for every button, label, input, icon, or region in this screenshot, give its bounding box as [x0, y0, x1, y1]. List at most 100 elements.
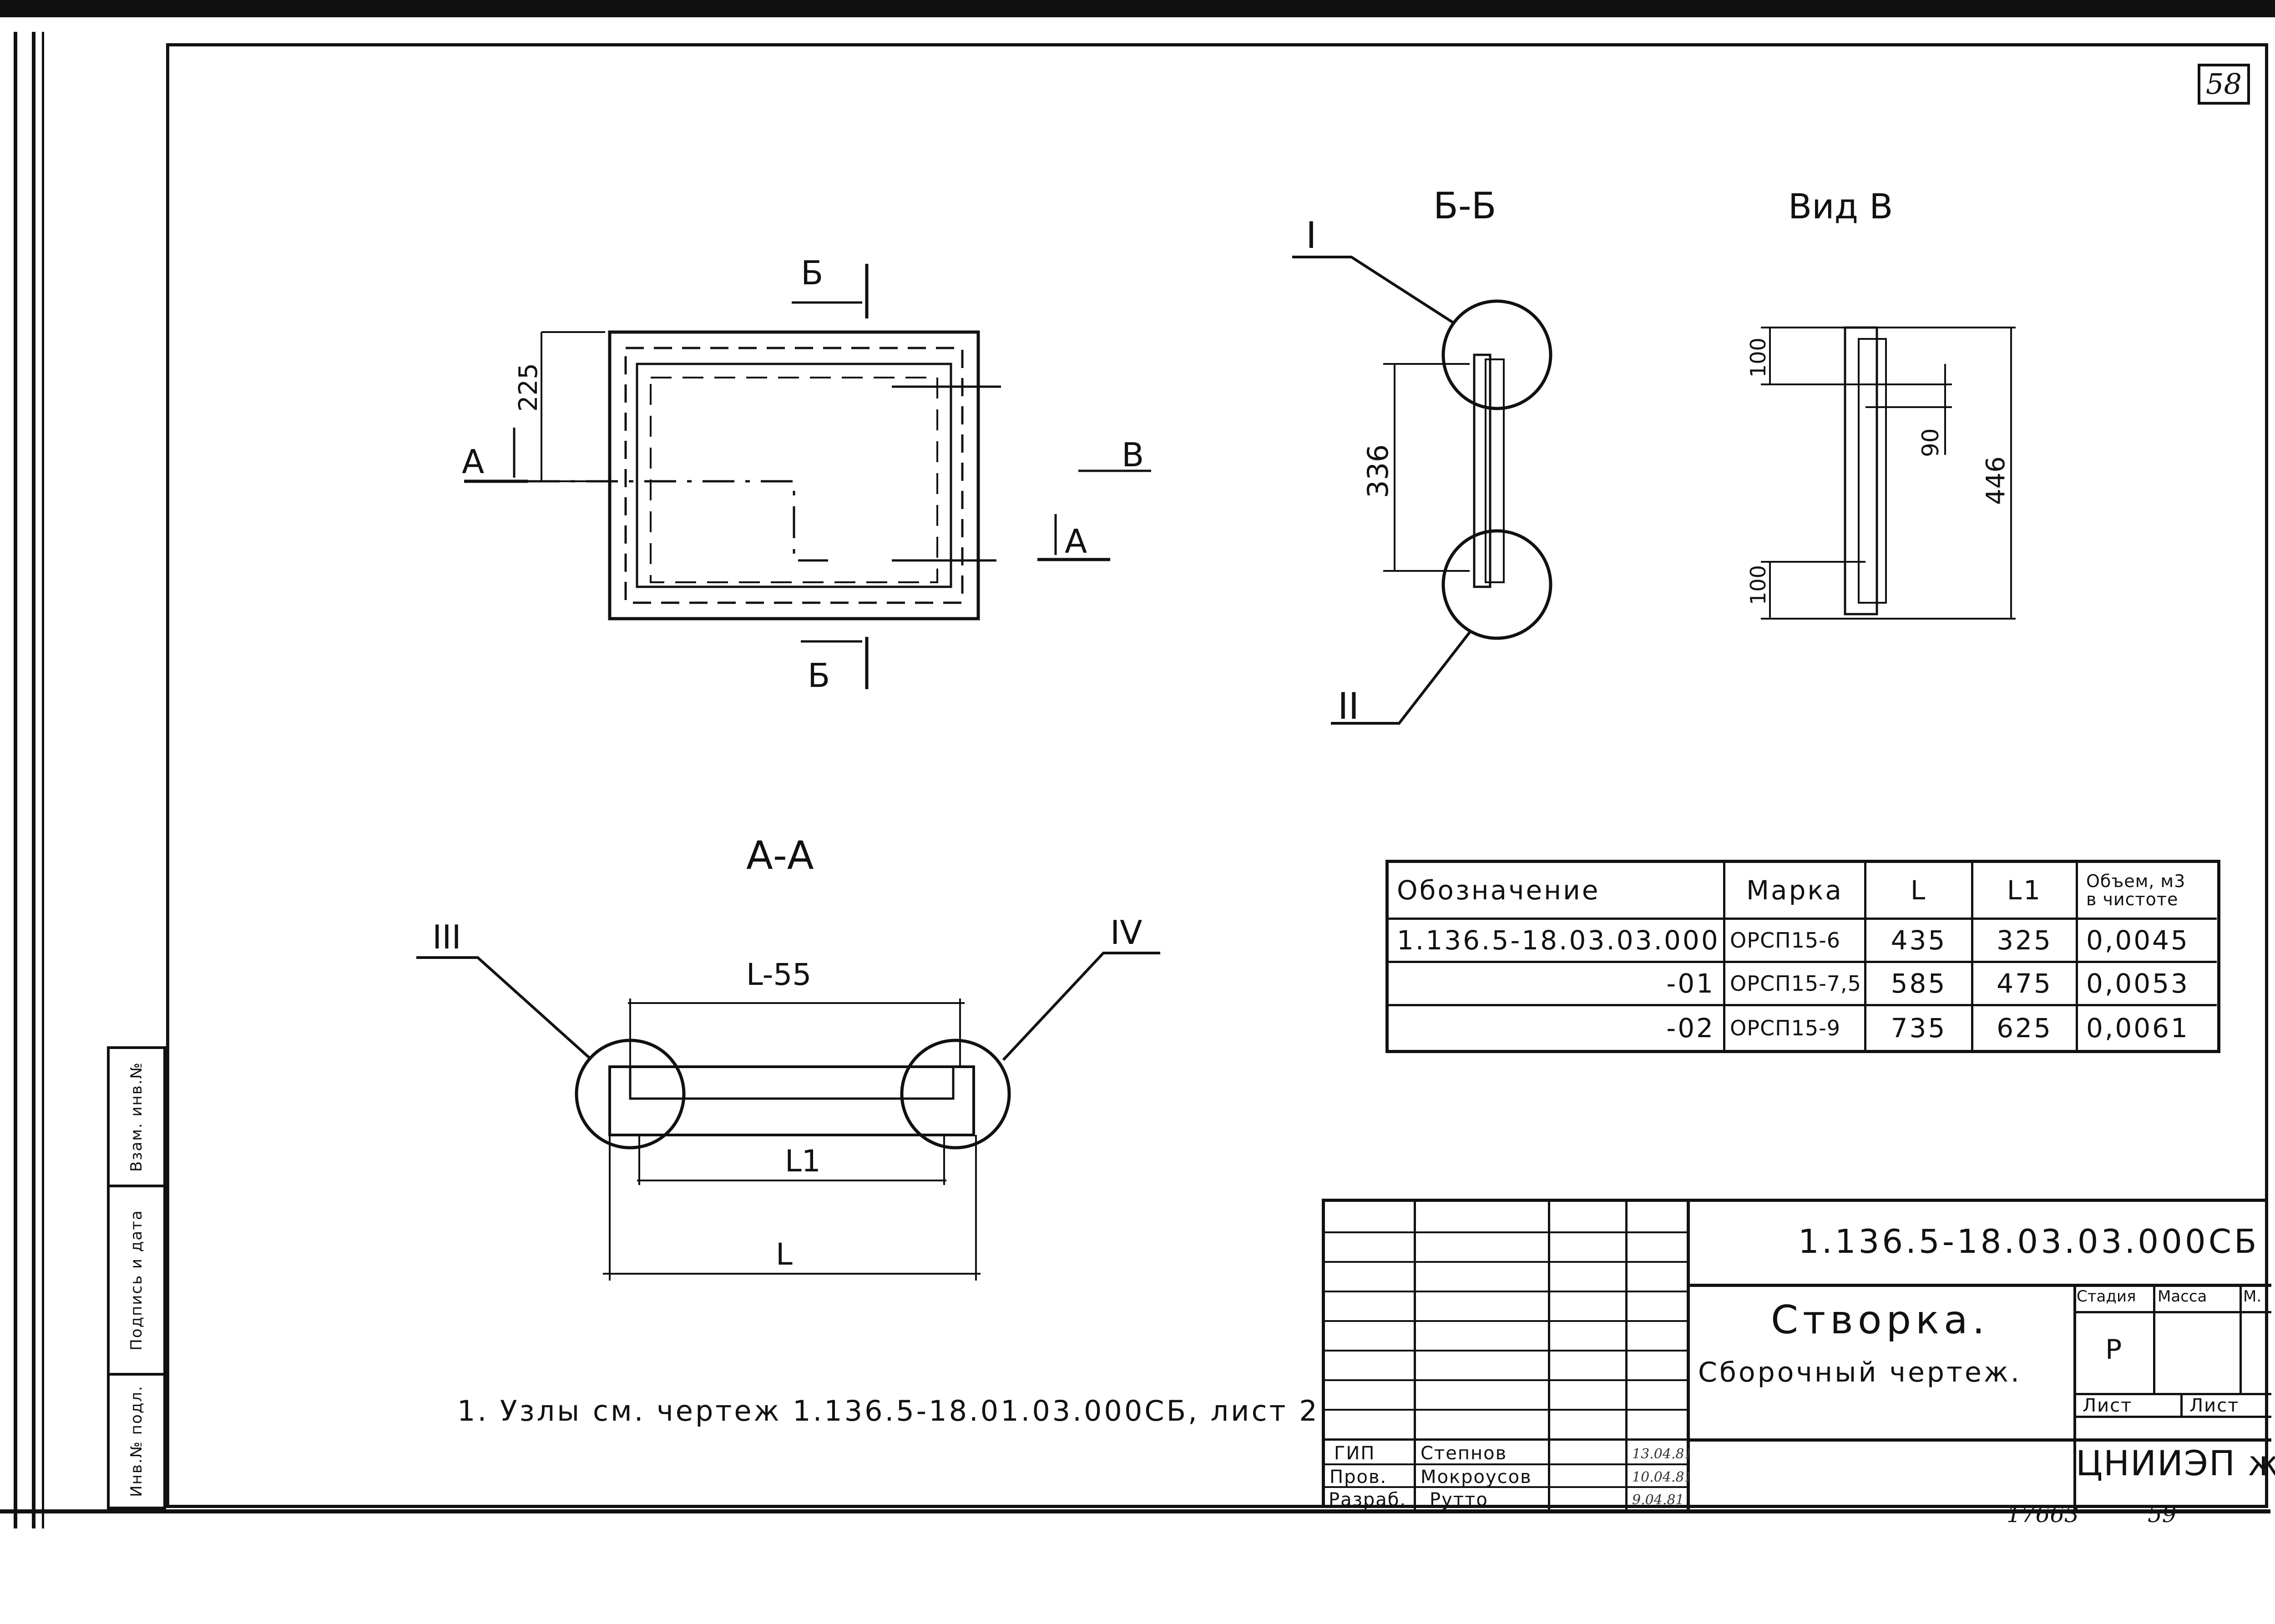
node-4-circle	[900, 1039, 1011, 1150]
spec-cell-designation: 1.136.5-18.03.03.000	[1389, 920, 1725, 963]
bb-profile	[1473, 353, 1491, 588]
tb-row-line	[1687, 1438, 2271, 1442]
section-bb-title: Б-Б	[1433, 185, 1496, 227]
spec-cell-designation: -02	[1389, 1006, 1725, 1050]
tb-row-line	[2073, 1416, 2271, 1418]
dim-90-label: 90	[1917, 428, 1944, 457]
node-1-label: I	[1306, 214, 1317, 257]
plan-a-left-label: А	[462, 443, 484, 481]
node-1-leader	[1292, 256, 1455, 324]
dim-l55-label: L-55	[746, 957, 811, 992]
left-edge-line	[42, 32, 44, 1528]
dim-100-top-label: 100	[1746, 338, 1770, 378]
node-3-leader	[416, 956, 591, 1059]
spec-cell-l1: 625	[1973, 1006, 2078, 1050]
spec-header-designation: Обозначение	[1389, 863, 1725, 920]
plan-b-bottom-label: Б	[808, 656, 830, 695]
section-line-a	[528, 480, 828, 562]
spec-cell-volume: 0,0053	[2078, 963, 2217, 1006]
spec-cell-l: 435	[1866, 920, 1973, 963]
node-3-label: III	[432, 918, 461, 956]
tb-row-line	[1325, 1438, 1687, 1441]
spec-cell-l: 585	[1866, 963, 1973, 1006]
tb-divider	[1414, 1202, 1416, 1511]
tb-divider	[2073, 1284, 2076, 1511]
tb-row-line	[1325, 1350, 1687, 1352]
left-edge-line	[32, 32, 35, 1528]
vv-profile	[1844, 326, 1878, 615]
tb-divider	[2240, 1284, 2242, 1395]
spec-cell-mark: ОРСП15-6	[1725, 920, 1866, 963]
tb-divider	[1687, 1202, 1690, 1511]
tb-date: 10.04.81	[1632, 1469, 1693, 1485]
tb-doc-code: 1.136.5-18.03.03.000СБ	[1798, 1222, 2260, 1261]
aa-body	[608, 1065, 975, 1136]
title-block: 1.136.5-18.03.03.000СБ Створка. Сборочны…	[1322, 1199, 2275, 1511]
dim-336-label: 336	[1361, 444, 1395, 498]
tb-name: Мокроусов	[1421, 1467, 1532, 1488]
spec-cell-volume: 0,0045	[2078, 920, 2217, 963]
tb-divider	[2153, 1284, 2155, 1395]
spec-cell-l1: 325	[1973, 920, 2078, 963]
tb-name: Степнов	[1421, 1443, 1507, 1464]
section-bb-view	[1292, 256, 1552, 725]
sheet-frame	[166, 43, 2268, 1508]
tb-row-line	[1325, 1463, 1687, 1465]
spec-cell-l: 735	[1866, 1006, 1973, 1050]
tb-title: Створка.	[1771, 1297, 1990, 1343]
section-aa-title: А-А	[746, 833, 814, 878]
tb-date: 9.04.81	[1632, 1492, 1684, 1508]
spec-header-volume-line2: в чистоте	[2086, 889, 2179, 909]
spec-cell-mark: ОРСП15-7,5	[1725, 963, 1866, 1006]
tb-stage-label: Стадия	[2077, 1287, 2136, 1306]
tb-role: Разраб.	[1329, 1489, 1407, 1510]
tb-row-line	[2073, 1311, 2271, 1313]
tb-name: Рутто	[1430, 1489, 1488, 1510]
node-2-label: II	[1338, 685, 1359, 727]
sheet-number: 58	[2198, 64, 2250, 105]
dim-225-label: 225	[514, 363, 543, 412]
tb-divider	[2180, 1393, 2183, 1418]
section-aa-view	[416, 952, 1160, 1281]
tb-scale-label: М.	[2243, 1287, 2262, 1306]
drawing-note: 1. Узлы см. чертеж 1.136.5-18.01.03.000С…	[457, 1394, 1320, 1427]
tb-subtitle: Сборочный чертеж.	[1698, 1357, 2022, 1388]
spec-cell-l1: 475	[1973, 963, 2078, 1006]
plan-inner-frame	[636, 363, 952, 588]
tb-role: Пров.	[1330, 1467, 1387, 1488]
top-border	[0, 0, 2275, 17]
node-2-leader	[1331, 631, 1471, 725]
tb-row-line	[1325, 1379, 1687, 1381]
bottom-border	[0, 1509, 2270, 1513]
tb-row-line	[1325, 1231, 1687, 1233]
plan-a-right-label: А	[1065, 522, 1087, 560]
tb-stage-value: Р	[2105, 1334, 2122, 1366]
view-v-title: Вид В	[1788, 186, 1893, 227]
spec-header-volume: Объем, м3 в чистоте	[2078, 863, 2217, 920]
tb-row-line	[1325, 1320, 1687, 1322]
archive-number: 17663	[2007, 1501, 2079, 1528]
node-1-circle	[1441, 299, 1552, 410]
plan-dashed-frame	[624, 347, 964, 604]
view-v	[1761, 326, 2016, 620]
spec-header-l: L	[1866, 863, 1973, 920]
left-edge-line	[14, 32, 17, 1528]
spec-cell-mark: ОРСП15-9	[1725, 1006, 1866, 1050]
tb-sheets-label: Лист	[2189, 1395, 2240, 1416]
dim-l1-label: L1	[785, 1144, 821, 1179]
tb-divider	[1625, 1202, 1628, 1511]
tb-organization: ЦНИИЭП жил	[2076, 1443, 2275, 1483]
plan-inner-dashed	[650, 377, 938, 583]
node-4-leader	[1002, 952, 1160, 1061]
plan-b-top-label: Б	[801, 254, 823, 292]
spec-header-volume-line1: Объем, м3	[2086, 871, 2186, 891]
aa-glass	[629, 1065, 955, 1100]
page-number: 59	[2148, 1501, 2177, 1528]
tb-row-line	[1325, 1486, 1687, 1488]
node-2-circle	[1441, 529, 1552, 640]
tb-date: 13.04.81	[1632, 1446, 1693, 1462]
spec-cell-volume: 0,0061	[2086, 1013, 2189, 1044]
dim-100-bottom-label: 100	[1746, 565, 1770, 605]
spec-header-l1: L1	[1973, 863, 2078, 920]
